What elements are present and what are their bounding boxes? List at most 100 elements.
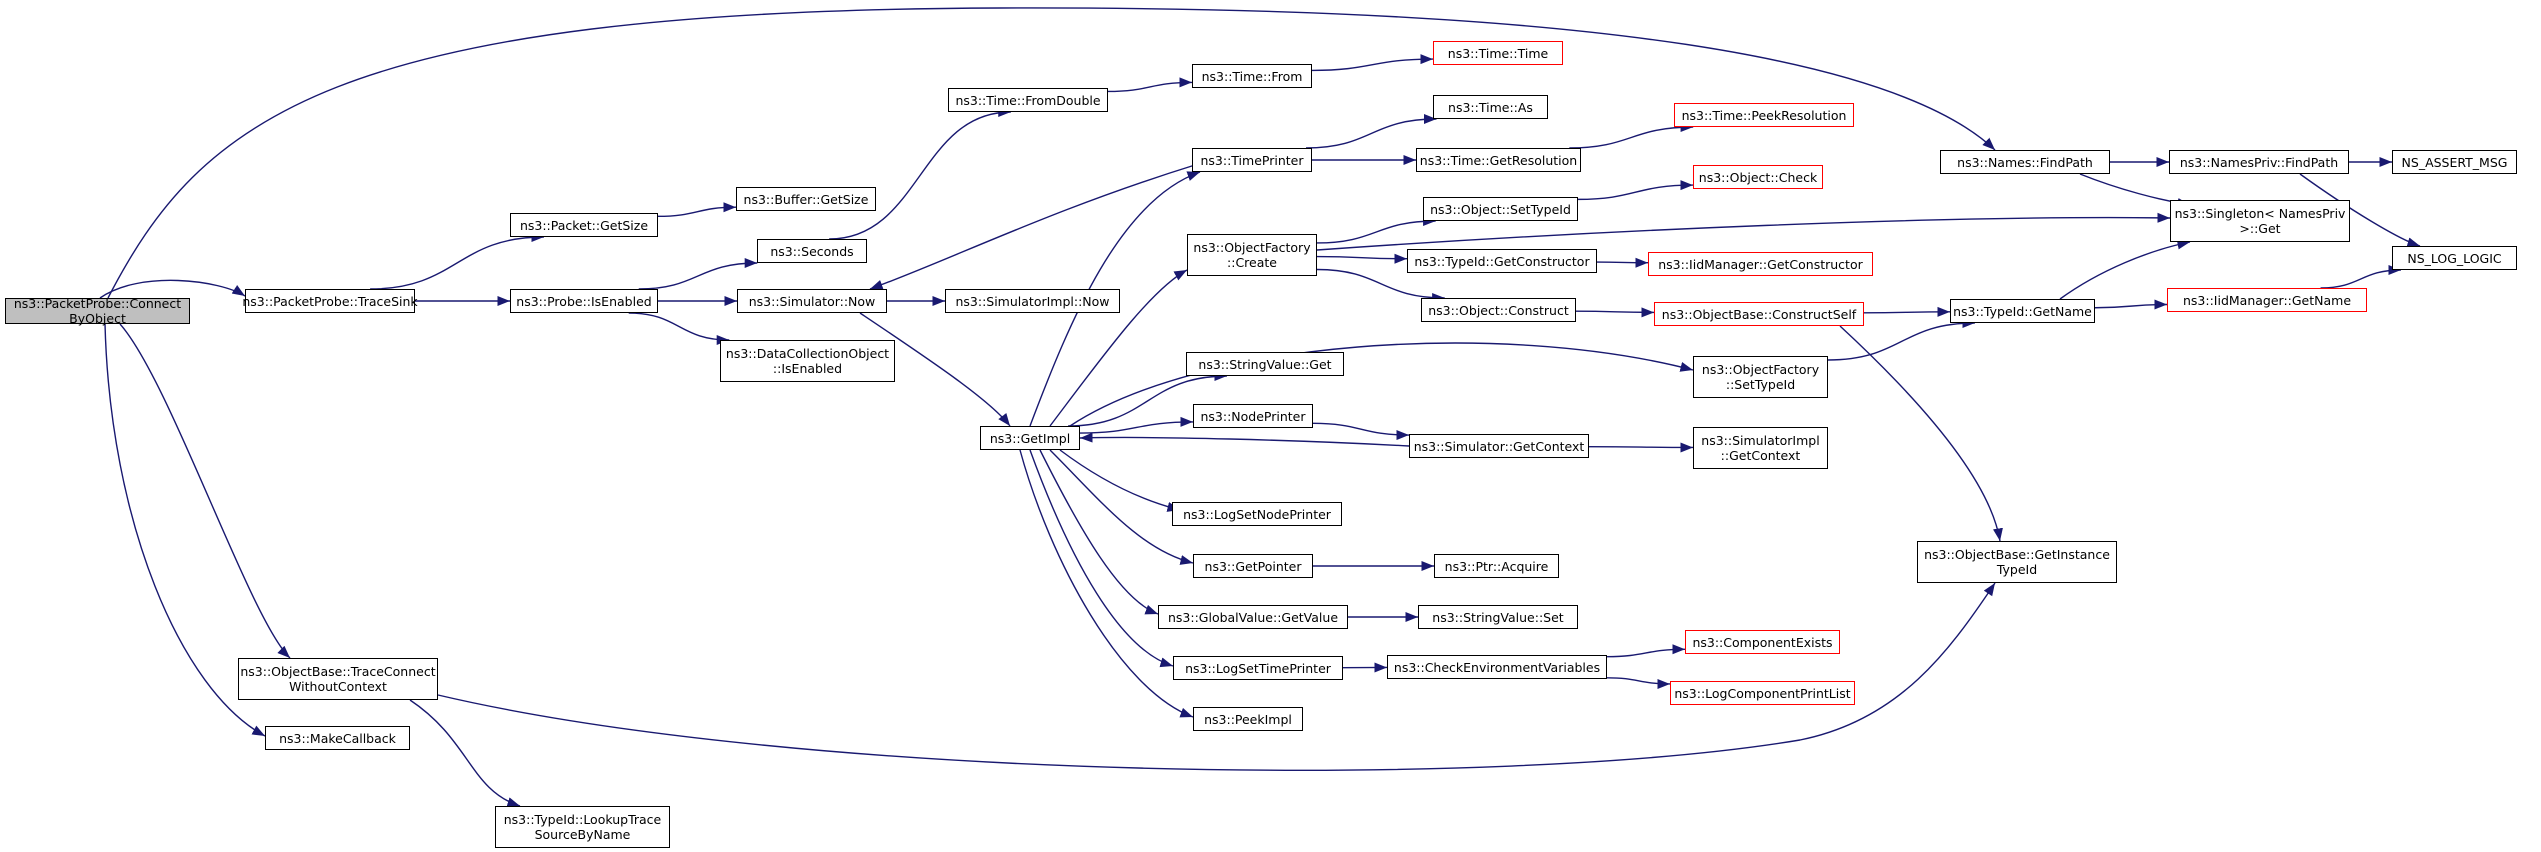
node-label-line: ns3::TimePrinter bbox=[1200, 152, 1304, 168]
node-label-line: SourceByName bbox=[534, 827, 631, 842]
node-label-line: ns3::ObjectBase::TraceConnect bbox=[240, 664, 436, 679]
node-timeFrom[interactable]: ns3::Time::From bbox=[1192, 64, 1312, 88]
node-iidGetConstructor[interactable]: ns3::IidManager::GetConstructor bbox=[1648, 252, 1873, 276]
node-label-line: ns3::LogSetTimePrinter bbox=[1185, 660, 1331, 676]
call-edge-timePrinter-to-timeAs bbox=[1305, 113, 1437, 149]
node-label-line: ::SetTypeId bbox=[1725, 377, 1796, 392]
node-packetGetSize[interactable]: ns3::Packet::GetSize bbox=[510, 213, 658, 237]
call-edge-root-to-makeCallback bbox=[104, 323, 266, 737]
node-iidGetName[interactable]: ns3::IidManager::GetName bbox=[2167, 288, 2367, 312]
call-edge-setTypeIdObj-to-objCheck bbox=[1577, 180, 1694, 201]
node-getResolution[interactable]: ns3::Time::GetResolution bbox=[1416, 148, 1581, 172]
node-objConstruct[interactable]: ns3::Object::Construct bbox=[1421, 298, 1576, 322]
call-edge-traceSink-to-packetGetSize bbox=[370, 231, 544, 290]
node-traceSink[interactable]: ns3::PacketProbe::TraceSink bbox=[242, 289, 418, 313]
node-constructSelf[interactable]: ns3::ObjectBase::ConstructSelf bbox=[1654, 302, 1864, 326]
node-timePrinter[interactable]: ns3::TimePrinter bbox=[1192, 148, 1312, 172]
call-edge-getImpl-to-ofSetTypeId bbox=[1069, 342, 1694, 427]
node-label-line: ns3::ObjectBase::ConstructSelf bbox=[1661, 306, 1857, 322]
node-timeAs[interactable]: ns3::Time::As bbox=[1433, 95, 1548, 119]
node-ofCreate[interactable]: ns3::ObjectFactory::Create bbox=[1187, 234, 1317, 276]
node-label-line: ns3::StringValue::Get bbox=[1198, 356, 1332, 372]
call-edge-ofCreate-to-objConstruct bbox=[1316, 268, 1445, 304]
node-ofSetTypeId[interactable]: ns3::ObjectFactory::SetTypeId bbox=[1693, 356, 1828, 398]
node-nsAssertMsg[interactable]: NS_ASSERT_MSG bbox=[2392, 150, 2517, 174]
node-objCheck[interactable]: ns3::Object::Check bbox=[1693, 165, 1823, 189]
node-stringValueGet[interactable]: ns3::StringValue::Get bbox=[1186, 352, 1344, 376]
node-label-line: ns3::Ptr::Acquire bbox=[1444, 558, 1549, 574]
call-edge-probeIsEnabled-to-dcoIsEnabled bbox=[628, 312, 730, 346]
node-namesPrivFindPath[interactable]: ns3::NamesPriv::FindPath bbox=[2169, 150, 2349, 174]
node-logSetNodePrinter[interactable]: ns3::LogSetNodePrinter bbox=[1172, 502, 1342, 526]
call-edge-fromDouble-to-timeFrom bbox=[1107, 77, 1193, 93]
node-ptrAcquire[interactable]: ns3::Ptr::Acquire bbox=[1434, 554, 1559, 578]
call-edge-typeIdGetName-to-singletonGet bbox=[2059, 239, 2191, 300]
call-edge-nodePrinter-to-simGetContext bbox=[1312, 422, 1410, 441]
node-label-line: ns3::PacketProbe::Connect bbox=[13, 296, 182, 311]
node-label-line: ::IsEnabled bbox=[772, 361, 843, 376]
node-simGetContext[interactable]: ns3::Simulator::GetContext bbox=[1409, 434, 1589, 458]
node-label-line: ns3::Singleton< NamesPriv bbox=[2174, 206, 2346, 221]
node-simImplGetContext[interactable]: ns3::SimulatorImpl::GetContext bbox=[1693, 427, 1828, 469]
node-label-line: ::GetContext bbox=[1720, 448, 1801, 463]
call-edge-getImpl-to-stringValueGet bbox=[1068, 370, 1227, 427]
node-probeIsEnabled[interactable]: ns3::Probe::IsEnabled bbox=[510, 289, 658, 313]
node-bufferGetSize[interactable]: ns3::Buffer::GetSize bbox=[736, 187, 876, 211]
call-edge-iidGetName-to-nsLogLogic bbox=[2320, 264, 2401, 289]
call-edge-ofCreate-to-singletonGet bbox=[1316, 212, 2171, 251]
node-typeIdGetName[interactable]: ns3::TypeId::GetName bbox=[1950, 299, 2095, 323]
node-peekImpl[interactable]: ns3::PeekImpl bbox=[1193, 707, 1303, 731]
node-label-line: >::Get bbox=[2239, 221, 2281, 236]
node-makeCallback[interactable]: ns3::MakeCallback bbox=[265, 726, 410, 750]
node-label-line: WithoutContext bbox=[289, 679, 387, 694]
call-edge-constructSelf-to-typeIdGetName bbox=[1863, 306, 1951, 317]
call-edge-probeIsEnabled-to-seconds bbox=[638, 257, 758, 290]
node-seconds[interactable]: ns3::Seconds bbox=[757, 239, 867, 263]
node-nodePrinter[interactable]: ns3::NodePrinter bbox=[1193, 404, 1313, 428]
node-label-line: ns3::Time::PeekResolution bbox=[1681, 107, 1847, 123]
call-edge-timeFrom-to-timeTime bbox=[1311, 54, 1434, 72]
node-nsLogLogic[interactable]: NS_LOG_LOGIC bbox=[2392, 246, 2517, 270]
node-fromDouble[interactable]: ns3::Time::FromDouble bbox=[948, 88, 1108, 112]
node-checkEnv[interactable]: ns3::CheckEnvironmentVariables bbox=[1387, 655, 1607, 679]
node-logSetTimePrinter[interactable]: ns3::LogSetTimePrinter bbox=[1173, 656, 1343, 680]
node-label-line: ns3::TypeId::GetName bbox=[1953, 303, 2092, 319]
node-componentExists[interactable]: ns3::ComponentExists bbox=[1685, 630, 1840, 654]
node-label-line: ns3::Time::GetResolution bbox=[1419, 152, 1578, 168]
node-namesFindPath[interactable]: ns3::Names::FindPath bbox=[1940, 150, 2110, 174]
call-edge-getImpl-to-peekImpl bbox=[1019, 449, 1194, 718]
node-simImplNow[interactable]: ns3::SimulatorImpl::Now bbox=[945, 289, 1120, 313]
node-label-line: NS_ASSERT_MSG bbox=[2401, 154, 2508, 170]
call-edge-ofCreate-to-setTypeIdObj bbox=[1316, 215, 1436, 244]
node-peekResolution[interactable]: ns3::Time::PeekResolution bbox=[1674, 103, 1854, 127]
call-edge-packetGetSize-to-bufferGetSize bbox=[657, 202, 737, 218]
call-edge-ofCreate-to-getConstructor bbox=[1316, 253, 1408, 264]
node-getPointer[interactable]: ns3::GetPointer bbox=[1193, 554, 1313, 578]
call-edge-getImpl-to-nodePrinter bbox=[1079, 416, 1194, 434]
node-singletonGet[interactable]: ns3::Singleton< NamesPriv >::Get bbox=[2170, 200, 2350, 242]
node-label-line: ns3::NamesPriv::FindPath bbox=[2179, 154, 2339, 170]
node-setTypeIdObj[interactable]: ns3::Object::SetTypeId bbox=[1423, 197, 1578, 221]
node-dcoIsEnabled[interactable]: ns3::DataCollectionObject::IsEnabled bbox=[720, 340, 895, 382]
node-gvGetValue[interactable]: ns3::GlobalValue::GetValue bbox=[1158, 605, 1348, 629]
node-stringValueSet[interactable]: ns3::StringValue::Set bbox=[1418, 605, 1578, 629]
node-timeTime[interactable]: ns3::Time::Time bbox=[1433, 41, 1563, 65]
node-label-line: ns3::GlobalValue::GetValue bbox=[1167, 609, 1339, 625]
node-logComponentPrintList[interactable]: ns3::LogComponentPrintList bbox=[1670, 681, 1855, 705]
node-label-line: ns3::TypeId::GetConstructor bbox=[1414, 253, 1590, 269]
call-edge-getImpl-to-timePrinter bbox=[1029, 171, 1201, 427]
call-edge-traceConnect-to-lookupTrace bbox=[409, 699, 521, 807]
call-edge-objConstruct-to-constructSelf bbox=[1575, 307, 1655, 318]
call-edge-getImpl-to-logSetNodePrinter bbox=[1059, 449, 1181, 512]
node-label-line: ns3::Time::As bbox=[1448, 99, 1533, 115]
node-getImpl[interactable]: ns3::GetImpl bbox=[980, 426, 1080, 450]
call-edge-getImpl-to-ofCreate bbox=[1049, 269, 1188, 427]
node-simNow[interactable]: ns3::Simulator::Now bbox=[737, 289, 887, 313]
node-getConstructor[interactable]: ns3::TypeId::GetConstructor bbox=[1407, 249, 1597, 273]
